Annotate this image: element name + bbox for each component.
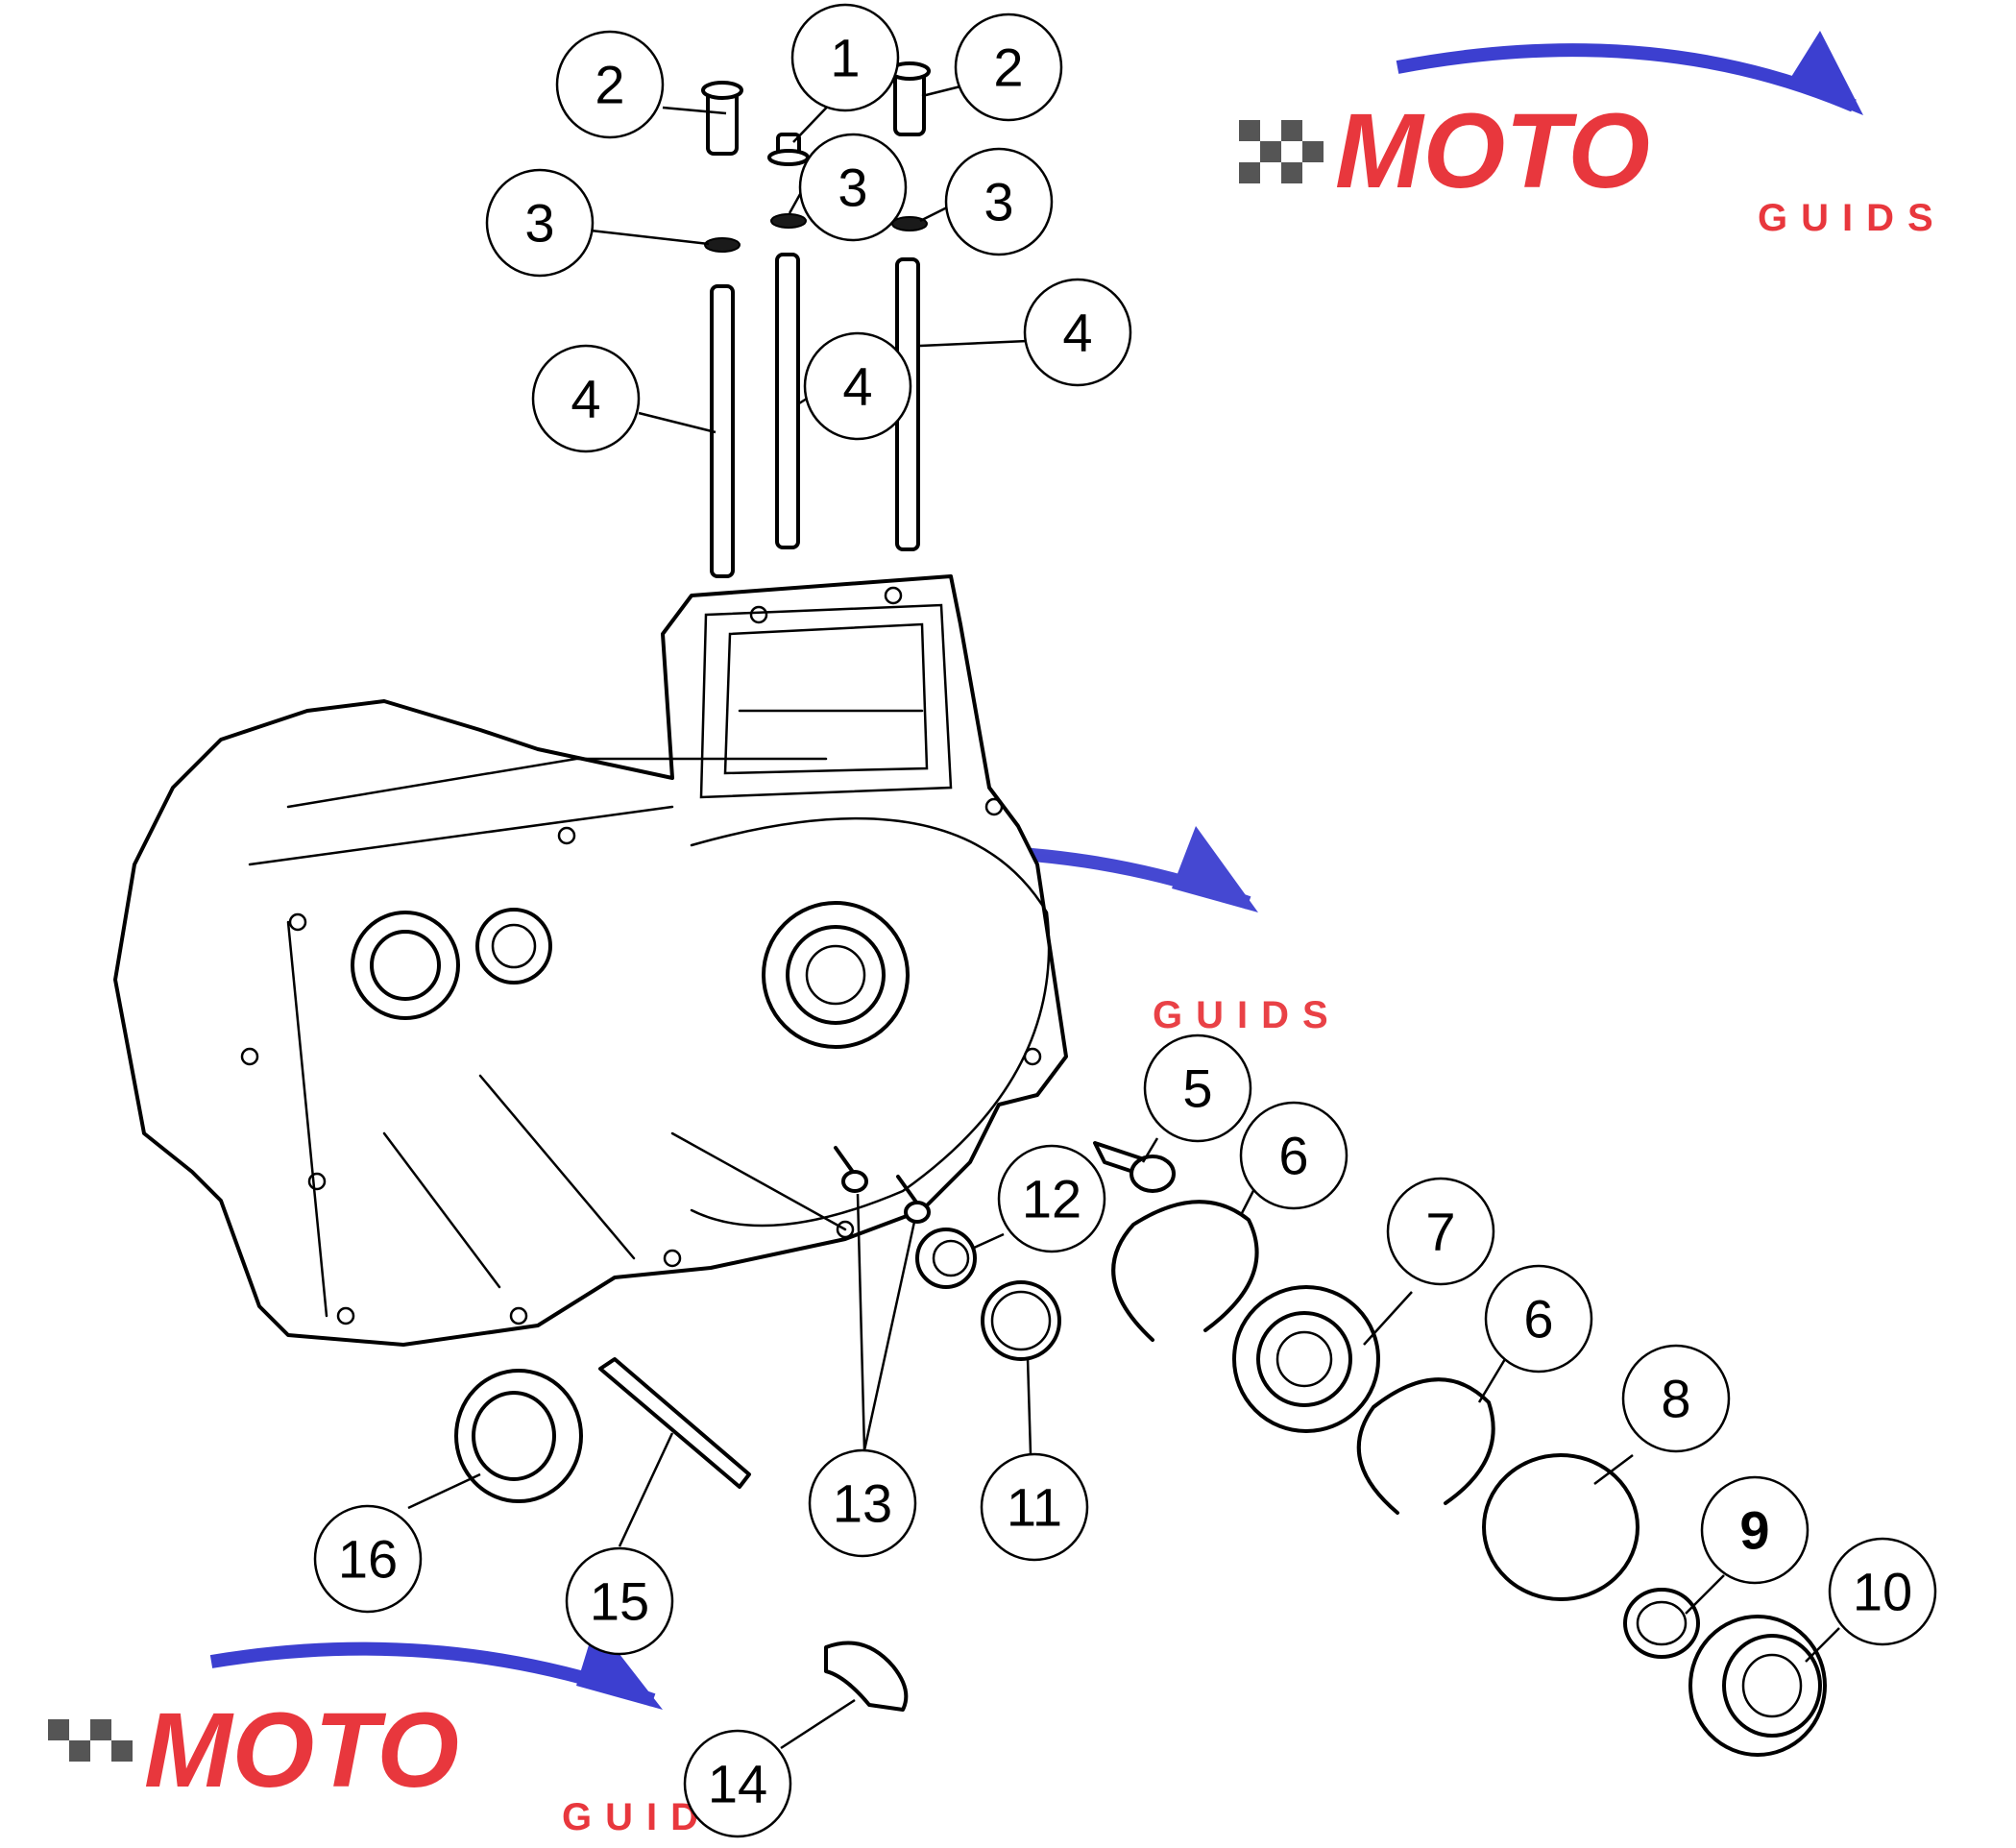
- splined-bearing: [1688, 1615, 1827, 1757]
- svg-text:3: 3: [838, 158, 867, 218]
- callout-11: 11: [980, 1452, 1089, 1562]
- crankcase-housing: [113, 574, 1068, 1347]
- callout-9: 9: [1700, 1475, 1810, 1585]
- callout-4-left: 4: [531, 344, 641, 453]
- callout-1: 1: [790, 3, 900, 112]
- callout-4-center: 4: [803, 331, 912, 441]
- pivot-pin: [1093, 1141, 1176, 1193]
- callout-3-center: 3: [798, 133, 908, 242]
- oil-seal: [454, 1369, 583, 1503]
- ball-bearing: [1232, 1285, 1380, 1433]
- svg-text:13: 13: [833, 1473, 892, 1534]
- circlip: [1356, 1377, 1495, 1515]
- svg-text:15: 15: [590, 1571, 649, 1632]
- svg-text:4: 4: [1062, 303, 1092, 363]
- seal-ring-inner: [1636, 1600, 1688, 1646]
- circlip: [1111, 1200, 1259, 1342]
- svg-text:2: 2: [595, 55, 624, 115]
- watermark-logo-top-right: MOTO GUIDS: [1239, 31, 1947, 239]
- thrust-ring: [981, 1280, 1061, 1361]
- callout-6-upper: 6: [1239, 1101, 1348, 1210]
- watermark-text: MOTO: [144, 1691, 459, 1810]
- bracket-clip: [824, 1641, 909, 1712]
- callout-3-right: 3: [944, 147, 1054, 256]
- callout-12: 12: [997, 1144, 1106, 1253]
- watermark-sub-text: GUIDS: [1153, 994, 1342, 1036]
- callout-6-lower: 6: [1484, 1264, 1593, 1374]
- screw: [834, 1146, 868, 1193]
- washer: [704, 237, 741, 253]
- callout-13: 13: [808, 1448, 917, 1558]
- callout-2-right: 2: [954, 12, 1063, 122]
- watermark-text: MOTO: [1335, 92, 1650, 210]
- svg-text:3: 3: [984, 172, 1013, 232]
- needle-bearing: [915, 1228, 977, 1289]
- svg-text:11: 11: [1007, 1477, 1062, 1538]
- svg-text:10: 10: [1853, 1562, 1912, 1622]
- stud: [775, 253, 800, 549]
- svg-text:1: 1: [830, 28, 860, 88]
- svg-text:5: 5: [1182, 1058, 1212, 1119]
- callout-5: 5: [1143, 1033, 1252, 1143]
- dowel-pin-left: [701, 81, 743, 156]
- svg-text:2: 2: [993, 37, 1023, 98]
- svg-text:3: 3: [524, 193, 554, 254]
- svg-text:16: 16: [338, 1529, 398, 1590]
- svg-text:4: 4: [842, 356, 872, 417]
- callout-4-right: 4: [1023, 278, 1132, 387]
- washer: [770, 213, 807, 229]
- watermark-sub-text: GUIDS: [1758, 197, 1947, 239]
- svg-text:14: 14: [708, 1754, 767, 1814]
- callout-2-left: 2: [555, 30, 665, 139]
- screw: [896, 1175, 931, 1224]
- svg-text:7: 7: [1425, 1202, 1455, 1262]
- svg-text:12: 12: [1022, 1169, 1081, 1229]
- callout-16: 16: [313, 1504, 423, 1614]
- callout-15: 15: [565, 1546, 674, 1656]
- watermark-logo-bottom-left: MOTO GUIDS: [48, 1623, 738, 1838]
- callout-7: 7: [1386, 1177, 1495, 1286]
- svg-text:8: 8: [1661, 1369, 1690, 1429]
- dowel-small: [767, 133, 810, 166]
- callout-8: 8: [1621, 1344, 1731, 1453]
- callout-3-left: 3: [485, 168, 595, 278]
- callout-14: 14: [683, 1729, 792, 1838]
- svg-text:6: 6: [1278, 1126, 1308, 1186]
- seal-ring: [1623, 1588, 1700, 1659]
- o-ring: [1482, 1453, 1640, 1601]
- callout-10: 10: [1828, 1537, 1937, 1646]
- shaft-rod: [598, 1357, 751, 1489]
- thrust-ring-inner: [990, 1290, 1052, 1351]
- svg-text:9: 9: [1739, 1500, 1769, 1561]
- svg-text:6: 6: [1523, 1289, 1553, 1350]
- svg-text:4: 4: [571, 369, 600, 429]
